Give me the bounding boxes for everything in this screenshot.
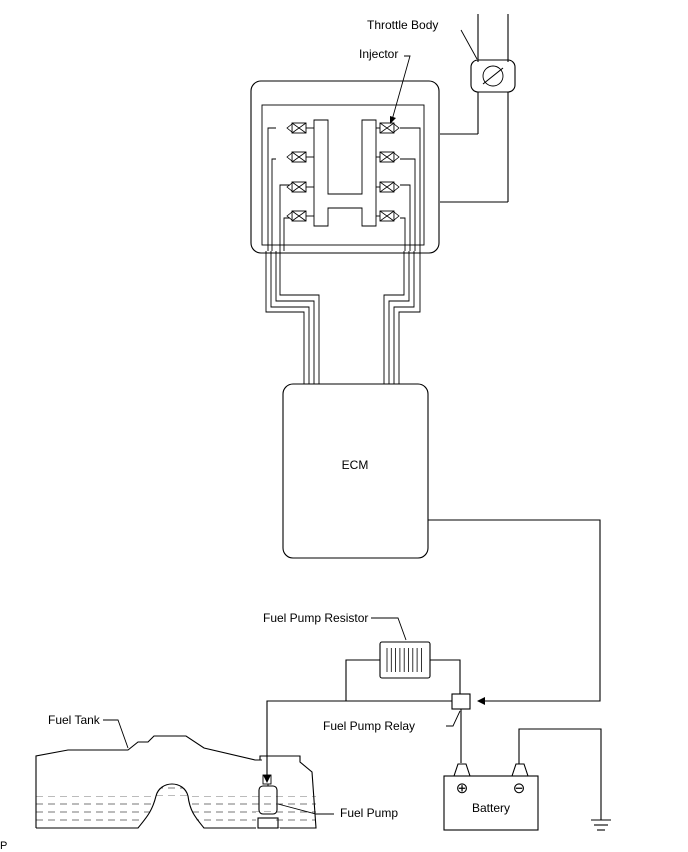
battery-negative-icon: ⊖	[513, 780, 526, 797]
battery-label: Battery	[472, 801, 510, 815]
battery: ⊕ ⊖ Battery	[443, 763, 539, 831]
harness-left	[265, 127, 320, 384]
injector-icon	[286, 151, 314, 163]
engine-block	[250, 80, 440, 254]
fuel-pump-label: Fuel Pump	[340, 806, 398, 820]
leader-lines	[103, 29, 478, 815]
fuel-pump-relay-label: Fuel Pump Relay	[323, 719, 415, 733]
ecm: ECM	[282, 383, 429, 559]
fuel-pump	[257, 774, 279, 829]
fuel-pump-resistor-label: Fuel Pump Resistor	[263, 611, 368, 625]
throttle-body-assembly	[440, 14, 516, 203]
injector-icon	[376, 151, 400, 163]
injectors	[286, 122, 400, 222]
injector-icon	[376, 181, 400, 193]
injector-icon	[286, 122, 314, 134]
ground-icon	[591, 819, 611, 831]
throttle-body-label: Throttle Body	[367, 18, 438, 32]
harness-right	[383, 127, 421, 384]
injector-icon	[376, 122, 400, 134]
fuel-tank	[35, 735, 317, 829]
fuel-pump-relay	[451, 693, 471, 710]
fuel-tank-label: Fuel Tank	[48, 713, 101, 727]
throttle-body	[470, 59, 516, 93]
injector-icon	[286, 181, 314, 193]
battery-positive-icon: ⊕	[456, 780, 469, 797]
corner-mark: P	[0, 840, 7, 852]
injector-label: Injector	[359, 47, 398, 61]
injector-icon	[286, 210, 314, 222]
ecm-label: ECM	[342, 458, 369, 472]
injector-icon	[376, 210, 400, 222]
fuel-pump-resistor	[345, 641, 461, 701]
